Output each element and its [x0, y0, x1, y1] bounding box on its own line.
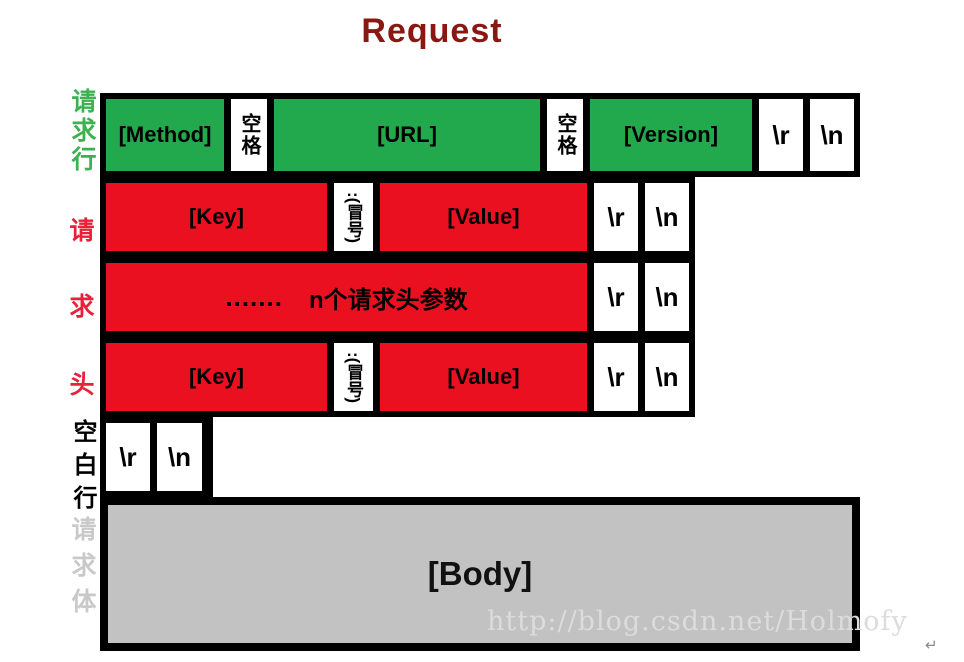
body-label: [Body]	[427, 555, 533, 592]
header-top-lf-box: \n	[645, 183, 689, 251]
header-top-colon-label: :(冒号)	[344, 191, 363, 243]
url-box: [URL]	[274, 99, 540, 171]
request-line-row: [Method] 空格 [URL] 空格 [Version] \r \n	[100, 93, 860, 177]
header-ellipsis-cr-box: \r	[594, 263, 638, 331]
header-row-ellipsis: ....... n个请求头参数 \r \n	[100, 257, 695, 337]
space-box-2: 空格	[547, 99, 583, 171]
side-label-request-line: 请求行	[68, 88, 96, 175]
blank-line-row: \r \n	[100, 417, 213, 497]
return-mark-icon: ↵	[925, 637, 938, 654]
header-top-key-box: [Key]	[106, 183, 327, 251]
blank-line-cr-box: \r	[106, 423, 150, 491]
header-bottom-lf-box: \n	[645, 343, 689, 411]
header-bottom-value-box: [Value]	[380, 343, 587, 411]
header-bottom-colon-label: :(冒号)	[344, 351, 363, 403]
request-line-lf-box: \n	[810, 99, 854, 171]
header-ellipsis-dots: .......	[225, 281, 283, 312]
version-box: [Version]	[590, 99, 752, 171]
header-row-top: [Key] :(冒号) [Value] \r \n	[100, 177, 695, 257]
header-ellipsis-lf-box: \n	[645, 263, 689, 331]
header-row-bottom: [Key] :(冒号) [Value] \r \n	[100, 337, 695, 417]
space-box-1: 空格	[231, 99, 267, 171]
header-ellipsis-box: ....... n个请求头参数	[106, 263, 587, 331]
header-top-cr-box: \r	[594, 183, 638, 251]
diagram-title: Request	[361, 12, 503, 50]
blank-line-lf-box: \n	[157, 423, 202, 491]
space-box-1-label: 空格	[238, 113, 260, 157]
header-top-value-box: [Value]	[380, 183, 587, 251]
header-bottom-colon-box: :(冒号)	[334, 343, 373, 411]
side-label-request-header-char2: 求	[69, 293, 95, 321]
side-label-request-header-char1: 请	[69, 217, 95, 245]
side-label-request-header-char3: 头	[69, 371, 95, 399]
space-box-2-label: 空格	[554, 113, 576, 157]
header-bottom-cr-box: \r	[594, 343, 638, 411]
header-bottom-key-box: [Key]	[106, 343, 327, 411]
header-ellipsis-label: n个请求头参数	[308, 286, 468, 314]
body-box: [Body]	[100, 497, 860, 651]
side-label-blank-line: 空白行	[69, 419, 96, 518]
method-box: [Method]	[106, 99, 224, 171]
header-top-colon-box: :(冒号)	[334, 183, 373, 251]
request-line-cr-box: \r	[759, 99, 803, 171]
side-label-request-body: 请求体	[68, 516, 96, 624]
